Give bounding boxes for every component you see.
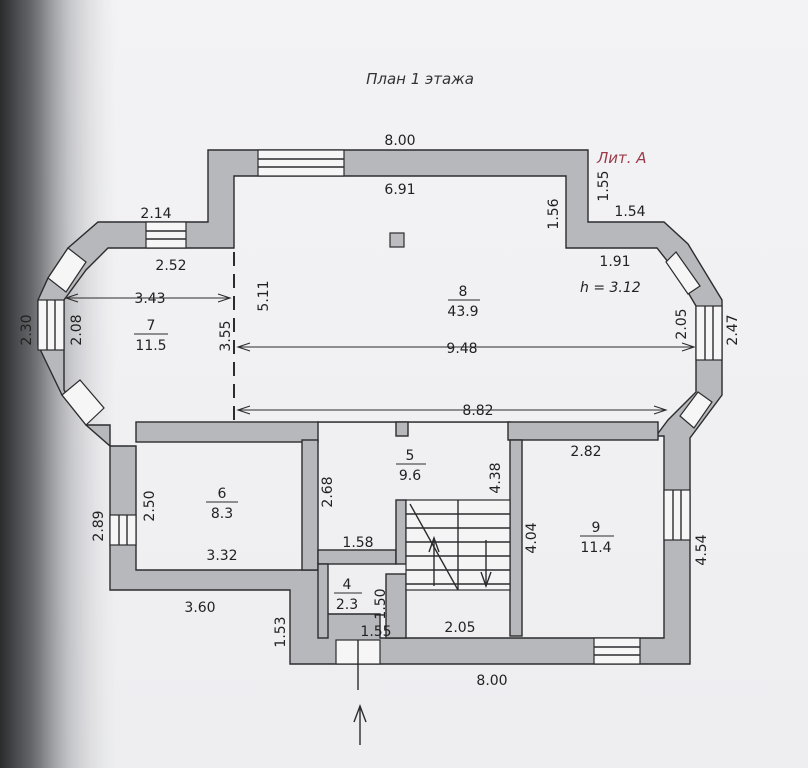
wall-5-9 (509, 439, 523, 637)
room-area: 9.6 (399, 468, 421, 484)
wall-between-7-6 (135, 421, 319, 443)
room-area: 8.3 (211, 506, 233, 522)
dim-2-89: 2.89 (91, 510, 107, 541)
dim-6-91: 6.91 (384, 182, 415, 198)
dim-8-00-top: 8.00 (384, 133, 415, 149)
room-7-label: 7 11.5 (134, 318, 168, 354)
dim-8-00-bottom: 8.00 (476, 673, 507, 689)
room-number: 7 (147, 318, 156, 334)
stair-wall (395, 499, 407, 565)
lit-label: Лит. А (596, 149, 647, 167)
room-number: 9 (592, 520, 601, 536)
dim-1-50: 1.50 (373, 588, 389, 619)
room-5-label: 5 9.6 (396, 448, 426, 484)
room-4-label: 4 2.3 (334, 577, 362, 613)
dim-3-43: 3.43 (134, 291, 165, 307)
room-area: 2.3 (336, 597, 358, 613)
dim-2-47: 2.47 (725, 314, 741, 345)
dim-2-52: 2.52 (155, 258, 186, 274)
dim-2-05: 2.05 (674, 308, 690, 339)
wall-between-8-9 (507, 421, 659, 441)
dim-2-68: 2.68 (320, 476, 336, 507)
room-number: 5 (406, 448, 415, 464)
dim-1-55-bottom: 1.55 (360, 624, 391, 640)
dim-1-54: 1.54 (614, 204, 645, 220)
room-area: 43.9 (447, 304, 478, 320)
wall-4-right (385, 573, 407, 639)
dim-8-82: 8.82 (462, 403, 493, 419)
room-number: 4 (343, 577, 352, 593)
room-number: 6 (218, 486, 227, 502)
dim-2-30: 2.30 (19, 314, 35, 345)
small-post (395, 421, 409, 437)
staircase (405, 499, 511, 591)
dim-4-04: 4.04 (524, 522, 540, 553)
room-number: 8 (459, 284, 468, 300)
dim-4-38: 4.38 (488, 462, 504, 493)
dim-9-48: 9.48 (446, 341, 477, 357)
room-9-label: 9 11.4 (580, 520, 614, 556)
dim-5-11: 5.11 (256, 280, 272, 311)
dim-2-50: 2.50 (142, 490, 158, 521)
entrance-arrow (353, 664, 367, 745)
dim-2-82: 2.82 (570, 444, 601, 460)
outer-walls (37, 149, 723, 665)
room-area: 11.4 (580, 540, 611, 556)
dim-4-54: 4.54 (694, 534, 710, 565)
ceiling-height: h = 3.12 (580, 280, 641, 296)
wall-4-left (317, 563, 329, 639)
wall-6-5 (301, 439, 319, 571)
dim-2-08: 2.08 (69, 314, 85, 345)
room-area: 11.5 (135, 338, 166, 354)
room-6-label: 6 8.3 (206, 486, 238, 522)
dim-3-60: 3.60 (184, 600, 215, 616)
dim-2-05-bottom: 2.05 (444, 620, 475, 636)
dim-3-32: 3.32 (206, 548, 237, 564)
dimension-lines (64, 293, 696, 415)
column (389, 232, 405, 248)
dim-2-14: 2.14 (140, 206, 171, 222)
dim-1-91: 1.91 (599, 254, 630, 270)
dim-1-58: 1.58 (342, 535, 373, 551)
dim-1-56: 1.56 (546, 198, 562, 229)
windows (37, 149, 723, 665)
wall-5-4 (317, 549, 397, 565)
dim-1-55-right: 1.55 (596, 170, 612, 201)
dim-3-55: 3.55 (218, 320, 234, 351)
dim-1-53: 1.53 (273, 616, 289, 647)
room-8-label: 8 43.9 (447, 284, 480, 320)
plan-title: План 1 этажа (366, 70, 474, 88)
